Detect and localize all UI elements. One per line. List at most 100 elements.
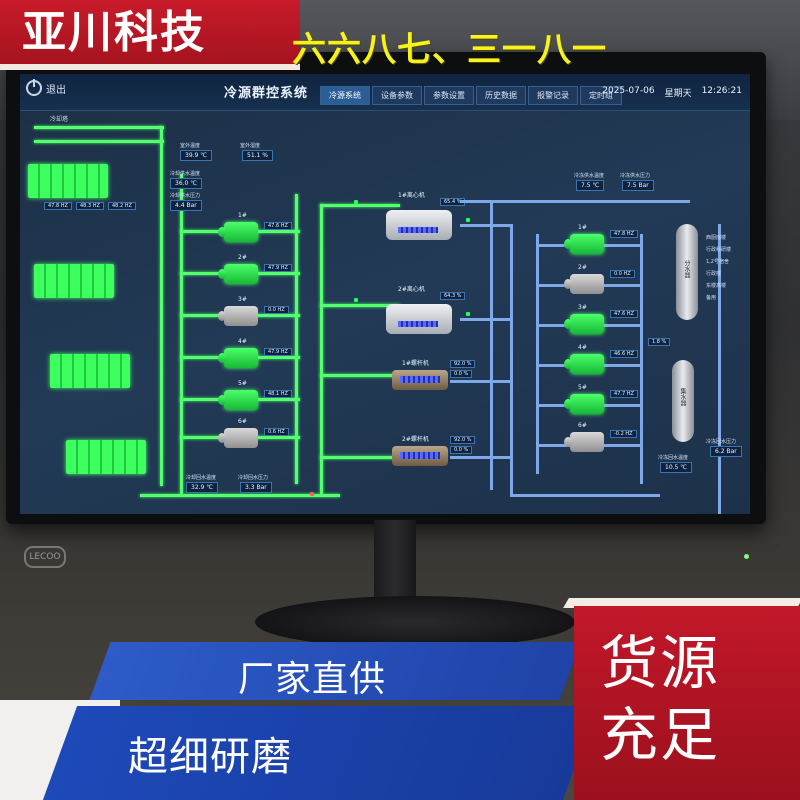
chilled-pump-3-label: 3# [578, 304, 587, 311]
pipe [320, 456, 400, 459]
chilled-pump-6[interactable] [564, 432, 604, 452]
tab-bar: 冷源系统 设备参数 参数设置 历史数据 报警记录 定时组 [320, 86, 622, 105]
cooling-pump-6-label: 6# [238, 418, 247, 425]
phone-slogan: 六六八七、三一八一 [292, 30, 607, 70]
chilled-pump-2[interactable] [564, 274, 604, 294]
company-banner: 亚川科技 [0, 0, 300, 68]
cooling-pump-1-label: 1# [238, 212, 247, 219]
chilled-pump-1-hz: 47.8 HZ [610, 230, 638, 238]
chiller-1-label: 1#离心机 [398, 192, 425, 199]
red-panel [574, 606, 800, 800]
pipe [490, 200, 493, 490]
chilled-return-pressure-label: 冷冻回水压力 [706, 439, 737, 445]
tab-device-params[interactable]: 设备参数 [372, 86, 422, 105]
banner-edge [0, 64, 300, 70]
tab-cold-source[interactable]: 冷源系统 [320, 86, 370, 105]
chiller-2-label: 2#离心机 [398, 286, 425, 293]
cooling-pump-1[interactable] [218, 222, 258, 242]
chilled-pump-5[interactable] [564, 394, 604, 414]
bypass-valve-opening: 1.8 % [648, 338, 671, 346]
chilled-pump-1-label: 1# [578, 224, 587, 231]
branch-4: 行政楼 [706, 271, 722, 277]
power-icon [26, 79, 42, 96]
tower-hz-1: 47.8 HZ [44, 202, 72, 210]
screw-chiller-1[interactable] [392, 370, 448, 390]
screw-chiller-2-load2: 0.0 % [450, 446, 473, 454]
page-title: 冷源群控系统 [224, 86, 309, 101]
cooling-pump-6[interactable] [218, 428, 258, 448]
chilled-pump-4[interactable] [564, 354, 604, 374]
cooling-pump-3-label: 3# [238, 296, 247, 303]
chilled-pump-1[interactable] [564, 234, 604, 254]
cooling-return-pressure: 3.3 Bar [240, 482, 272, 493]
chilled-pump-4-label: 4# [578, 344, 587, 351]
monitor: 退出 冷源群控系统 冷源系统 设备参数 参数设置 历史数据 报警记录 定时组 2… [6, 52, 766, 568]
valve-icon[interactable] [354, 298, 358, 302]
humidity: 51.1 % [242, 150, 273, 161]
screen: 退出 冷源群控系统 冷源系统 设备参数 参数设置 历史数据 报警记录 定时组 2… [20, 74, 750, 514]
return-header[interactable]: 集水器 [672, 360, 694, 442]
monitor-stand [374, 520, 416, 610]
screw-chiller-2[interactable] [392, 446, 448, 466]
valve-icon[interactable] [466, 312, 470, 316]
chilled-return-temp: 10.5 ℃ [660, 462, 693, 473]
cooling-tower-label: 冷却塔 [50, 116, 69, 123]
valve-icon[interactable] [466, 218, 470, 222]
pipe [140, 494, 340, 497]
cooling-supply-temp-label: 冷却供水温度 [170, 171, 201, 177]
pipe [320, 304, 400, 307]
chilled-return-temp-label: 冷冻回水温度 [658, 455, 689, 461]
centrifugal-chiller-1[interactable] [386, 210, 452, 240]
pipe [160, 126, 163, 486]
cooling-tower-2[interactable] [34, 264, 114, 298]
cooling-tower-1[interactable] [28, 164, 108, 198]
tab-param-settings[interactable]: 参数设置 [424, 86, 474, 105]
tower-hz-3: 48.2 HZ [108, 202, 136, 210]
pipe [320, 204, 323, 494]
cooling-pump-3[interactable] [218, 306, 258, 326]
clock: 12:26:21 [701, 86, 742, 96]
pipe [640, 234, 643, 484]
supply-header[interactable]: 分水器 [676, 224, 698, 320]
humidity-label: 室外湿度 [240, 143, 261, 149]
exit-button[interactable]: 退出 [26, 79, 66, 96]
tab-alarms[interactable]: 报警记录 [528, 86, 578, 105]
red-text-1: 货源 [600, 629, 721, 697]
pipe [450, 456, 510, 459]
cooling-pump-2[interactable] [218, 264, 258, 284]
chilled-supply-temp: 7.5 ℃ [576, 180, 605, 191]
chilled-supply-temp-label: 冷冻供水温度 [574, 173, 605, 179]
cooling-supply-pressure-label: 冷却供水压力 [170, 193, 201, 199]
screw-chiller-2-label: 2#螺杆机 [402, 436, 429, 443]
screw-chiller-1-load: 92.0 % [450, 360, 476, 368]
tab-history[interactable]: 历史数据 [476, 86, 526, 105]
outdoor-temp: 39.9 ℃ [180, 150, 213, 161]
branch-5: 东楼高楼 [706, 283, 727, 289]
chilled-pump-6-hz: -0.2 HZ [610, 430, 637, 438]
cooling-tower-4[interactable] [66, 440, 146, 474]
centrifugal-chiller-2[interactable] [386, 304, 452, 334]
cooling-pump-4[interactable] [218, 348, 258, 368]
pipe [320, 374, 400, 377]
chilled-return-pressure: 6.2 Bar [710, 446, 742, 457]
chilled-pump-4-hz: 46.6 HZ [610, 350, 638, 358]
cooling-pump-4-label: 4# [238, 338, 247, 345]
datetime: 2025-07-06 星期天 12:26:21 [602, 86, 742, 99]
valve-icon[interactable] [310, 492, 314, 496]
bottom-text-2: 超细研磨 [128, 734, 292, 780]
cooling-pump-3-hz: 0.0 HZ [264, 306, 289, 314]
branch-6: 备用 [706, 295, 717, 301]
valve-icon[interactable] [354, 200, 358, 204]
cooling-pump-2-hz: 47.9 HZ [264, 264, 292, 272]
screw-chiller-1-load2: 0.0 % [450, 370, 473, 378]
top-bar: 退出 冷源群控系统 冷源系统 设备参数 参数设置 历史数据 报警记录 定时组 2… [20, 74, 750, 111]
cooling-tower-3[interactable] [50, 354, 130, 388]
pipe [718, 224, 721, 514]
pipe [320, 204, 400, 207]
cooling-pump-5[interactable] [218, 390, 258, 410]
chilled-pump-3[interactable] [564, 314, 604, 334]
chilled-pump-2-hz: 0.0 HZ [610, 270, 635, 278]
cooling-pump-4-hz: 47.9 HZ [264, 348, 292, 356]
cooling-pump-5-label: 5# [238, 380, 247, 387]
tab-schedule[interactable]: 定时组 [580, 86, 622, 105]
